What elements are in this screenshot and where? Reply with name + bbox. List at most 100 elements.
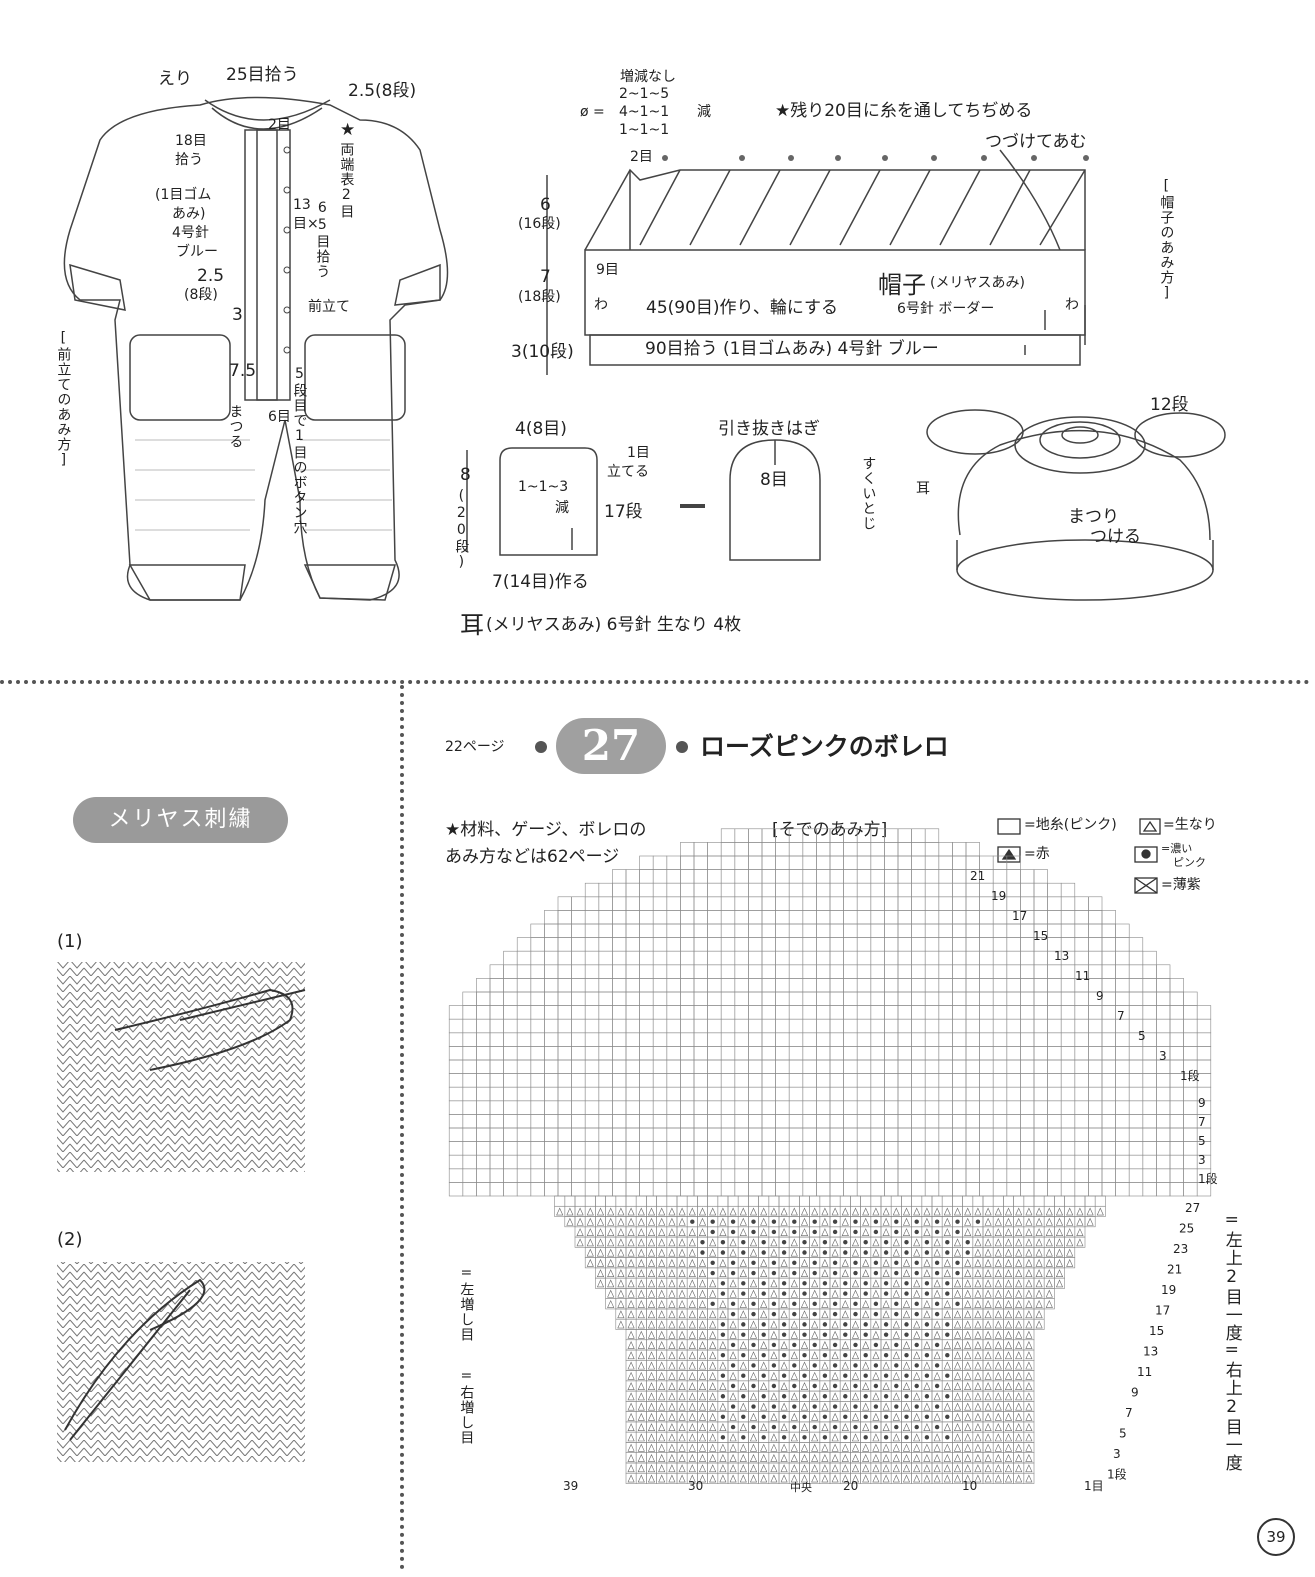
- chart-mark-dark-pink: [863, 1332, 868, 1337]
- chart-mark-natural: [607, 1228, 615, 1236]
- chart-mark-natural: [566, 1217, 574, 1226]
- chart-mark-natural: [658, 1238, 666, 1247]
- chart-cell: [734, 937, 749, 952]
- chart-cell: [979, 1141, 994, 1156]
- chart-cell: [734, 1059, 749, 1074]
- chart-cell: [666, 1141, 681, 1156]
- chart-cell: [761, 1046, 776, 1061]
- chart-mark-natural: [749, 1464, 758, 1473]
- chart-cell: [1183, 1032, 1198, 1047]
- chart-mark-natural: [933, 1433, 941, 1442]
- chart-mark-natural: [974, 1228, 982, 1236]
- chart-cell: [1101, 978, 1116, 993]
- chart-mark-dark-pink: [894, 1404, 899, 1409]
- chart-cell: [1128, 978, 1144, 993]
- chart-cell: [1060, 1141, 1076, 1156]
- chart-mark-natural: [749, 1279, 758, 1288]
- chart-mark-natural: [698, 1443, 707, 1452]
- chart-mark-dark-pink: [904, 1373, 909, 1378]
- chart-mark-natural: [749, 1289, 758, 1298]
- chart-cell: [476, 1073, 491, 1088]
- chart-cell: [1156, 1154, 1171, 1170]
- chart-cell: [775, 1127, 790, 1142]
- chart-mark-natural: [984, 1299, 992, 1308]
- chart-cell: [884, 1168, 899, 1183]
- chart-mark-natural: [943, 1258, 951, 1267]
- chart-cell: [612, 1073, 627, 1088]
- chart-cell: [639, 1114, 654, 1129]
- row-label: 11: [1137, 1365, 1152, 1379]
- chart-cell: [448, 1154, 464, 1170]
- chart-mark-dark-pink: [934, 1404, 940, 1409]
- chart-cell: [829, 1114, 844, 1129]
- chart-cell: [965, 1154, 980, 1170]
- chart-cell: [1033, 1005, 1048, 1020]
- chart-cell: [530, 1114, 545, 1129]
- chart-cell: [557, 1059, 572, 1074]
- chart-mark-natural: [923, 1217, 931, 1226]
- row-label: 23: [1173, 1242, 1188, 1256]
- chart-mark-natural: [811, 1371, 819, 1380]
- chart-cell: [544, 1182, 559, 1197]
- chart-mark-natural: [739, 1464, 747, 1473]
- chart-cell: [1020, 1086, 1035, 1102]
- chart-mark-dark-pink: [781, 1435, 787, 1440]
- chart-cell: [639, 950, 654, 966]
- chart-cell: [557, 1127, 572, 1142]
- chart-cell: [612, 910, 627, 925]
- chart-cell: [992, 1005, 1008, 1020]
- chart-cell: [761, 937, 776, 952]
- chart-cell: [1169, 978, 1184, 993]
- chart-mark-natural: [709, 1207, 717, 1216]
- chart-mark-natural: [1066, 1258, 1074, 1267]
- chart-mark-natural: [607, 1289, 615, 1298]
- row-label: 9: [1131, 1386, 1139, 1400]
- chart-cell: [1088, 1005, 1103, 1020]
- chart-mark-natural: [902, 1341, 911, 1349]
- chart-cell: [476, 978, 491, 993]
- chart-mark-natural: [678, 1207, 686, 1216]
- chart-mark-natural: [872, 1207, 880, 1216]
- chart-mark-dark-pink: [873, 1219, 879, 1224]
- chart-mark-natural: [964, 1310, 972, 1319]
- chart-cell: [884, 1114, 899, 1129]
- chart-mark-dark-pink: [924, 1332, 930, 1337]
- chart-cell: [938, 964, 953, 979]
- chart-cell: [952, 923, 967, 938]
- chart-mark-natural: [994, 1412, 1002, 1421]
- chart-mark-natural: [780, 1423, 788, 1432]
- chart-cell: [462, 1032, 477, 1047]
- chart-cell: [1033, 1141, 1048, 1156]
- chart-mark-dark-pink: [832, 1229, 838, 1235]
- chart-mark-dark-pink: [863, 1281, 868, 1286]
- chart-cell: [788, 978, 804, 993]
- chart-mark-natural: [617, 1299, 625, 1308]
- chart-cell: [1020, 937, 1035, 952]
- col-label: 39: [563, 1479, 578, 1493]
- chart-cell: [1033, 882, 1048, 898]
- row-label: 21: [1167, 1263, 1182, 1277]
- chart-cell: [489, 1127, 504, 1142]
- chart-cell: [1169, 1032, 1184, 1047]
- chart-mark-natural: [984, 1320, 992, 1329]
- chart-cell: [625, 896, 640, 911]
- bullet-icon: [676, 741, 688, 753]
- chart-cell: [571, 1154, 586, 1170]
- chart-mark-natural: [974, 1258, 982, 1267]
- chart-cell: [584, 1059, 600, 1074]
- chart-cell: [911, 950, 926, 966]
- chart-mark-natural: [872, 1371, 880, 1380]
- chart-cell: [775, 1005, 790, 1020]
- chart-cell: [652, 1059, 668, 1074]
- chart-mark-natural: [637, 1217, 645, 1226]
- chart-cell: [748, 1168, 763, 1183]
- chart-mark-natural: [892, 1320, 900, 1329]
- chart-cell: [503, 964, 518, 979]
- chart-mark-natural: [739, 1269, 747, 1278]
- chart-mark-natural: [1025, 1330, 1033, 1339]
- chart-mark-natural: [882, 1341, 890, 1349]
- chart-cell: [992, 1141, 1008, 1156]
- romper-rib1: (1目ゴム: [155, 187, 212, 203]
- chart-mark-natural: [800, 1228, 809, 1236]
- chart-mark-natural: [698, 1351, 707, 1360]
